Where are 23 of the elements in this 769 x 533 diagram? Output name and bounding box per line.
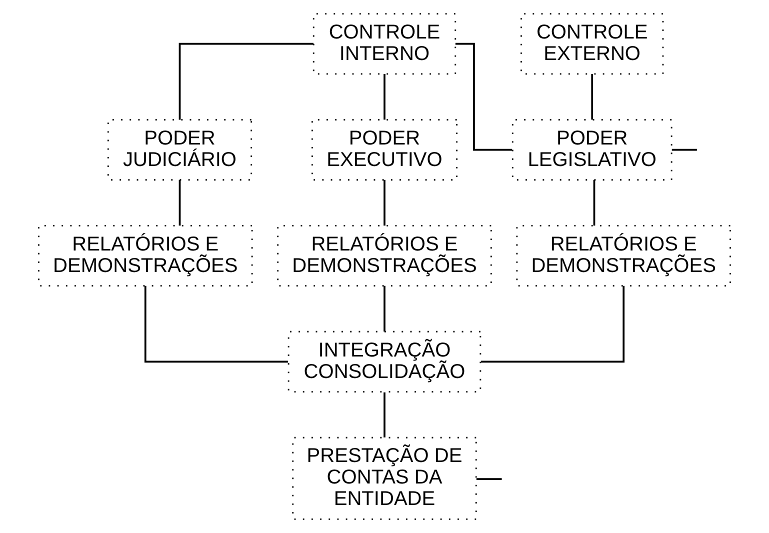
connector bbox=[384, 180, 386, 226]
node-box: CONTROLE EXTERNO bbox=[520, 13, 664, 75]
node-box: INTEGRAÇÃO CONSOLIDAÇÃO bbox=[288, 330, 482, 392]
connector bbox=[384, 286, 386, 332]
connector bbox=[476, 478, 502, 480]
connector bbox=[384, 74, 386, 120]
node-box: PRESTAÇÃO DE CONTAS DA ENTIDADE bbox=[292, 436, 477, 520]
node-box: CONTROLE INTERNO bbox=[312, 13, 456, 75]
connector bbox=[178, 42, 314, 120]
connector bbox=[672, 148, 697, 151]
connector bbox=[481, 286, 625, 363]
connector bbox=[144, 286, 288, 363]
node-box: PODER LEGISLATIVO bbox=[512, 119, 672, 181]
node-box: RELATÓRIOS E DEMONSTRAÇÕES bbox=[277, 224, 492, 287]
connector bbox=[384, 392, 386, 438]
node-box: RELATÓRIOS E DEMONSTRAÇÕES bbox=[38, 224, 253, 287]
connector bbox=[591, 74, 594, 120]
connector bbox=[455, 42, 512, 151]
node-box: PODER EXECUTIVO bbox=[311, 119, 458, 181]
connector bbox=[593, 180, 596, 226]
connector bbox=[178, 180, 181, 226]
node-box: RELATÓRIOS E DEMONSTRAÇÕES bbox=[516, 224, 731, 287]
node-box: PODER JUDICIÁRIO bbox=[107, 119, 252, 181]
